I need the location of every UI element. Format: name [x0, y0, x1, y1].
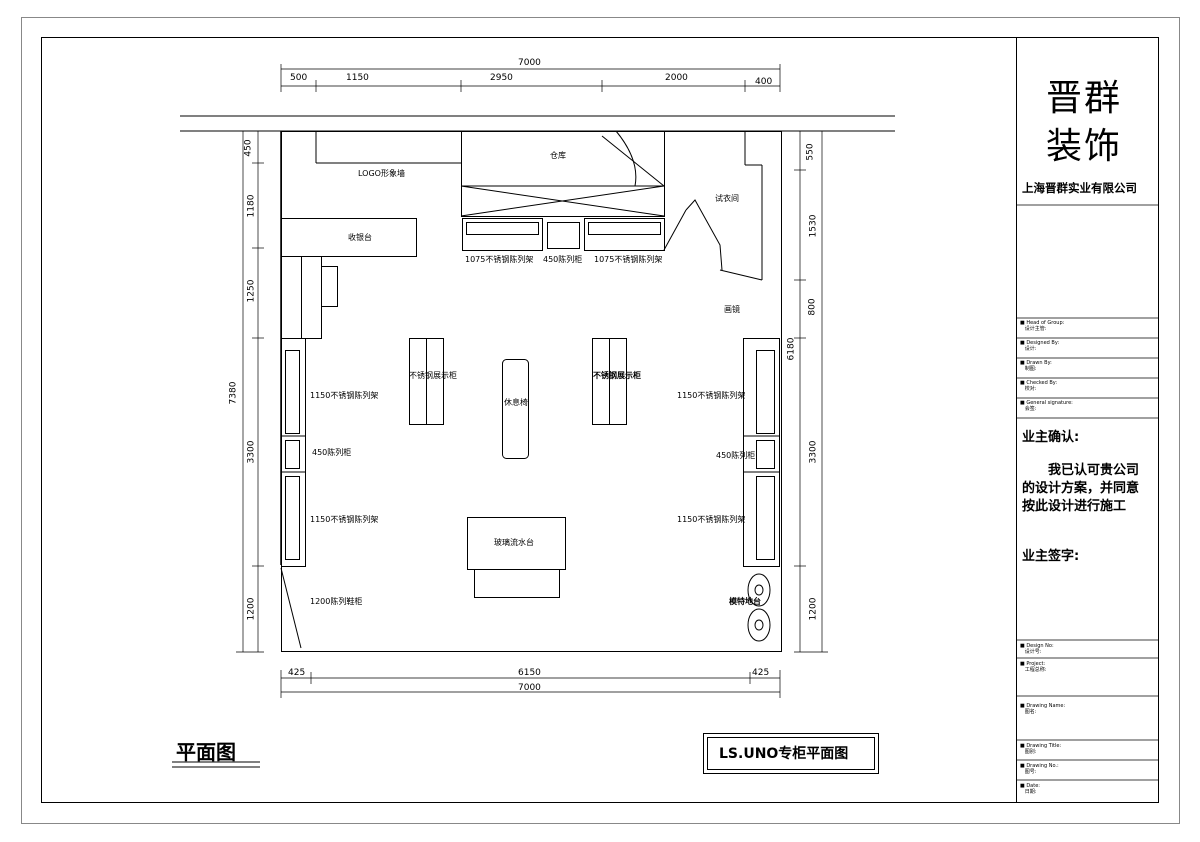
- label-rack-1150-r2: 1150不锈钢陈列架: [677, 515, 746, 524]
- field-drawing-no: ■ Drawing No.: 图号:: [1020, 763, 1059, 775]
- label-display-right: 不锈钢展示柜: [593, 371, 641, 380]
- dim-left-seg-2: 1180: [246, 194, 257, 218]
- dim-left-seg-1: 450: [243, 139, 254, 157]
- brand-line-2: 装饰: [1046, 126, 1123, 167]
- label-bench: 休息椅: [504, 398, 528, 407]
- top-dimension-lines: [280, 64, 781, 92]
- label-rack-1150-l2: 1150不锈钢陈列架: [310, 515, 379, 524]
- label-glass-counter: 玻璃流水台: [494, 538, 534, 547]
- label-cabinet-450-top: 450陈列柜: [543, 255, 583, 264]
- dim-bottom-seg-2: 6150: [518, 668, 541, 678]
- dim-right-seg-3: 800: [807, 298, 818, 316]
- owner-text-3: 按此设计进行施工: [1022, 499, 1127, 514]
- dim-bottom-total: 7000: [518, 683, 541, 693]
- left-dimension-lines: [236, 130, 264, 653]
- label-rack-1075-left: 1075不锈钢陈列架: [465, 255, 534, 264]
- dim-top-seg-1: 500: [290, 73, 308, 83]
- dim-top-seg-4: 2000: [665, 73, 688, 83]
- label-display-left: 不锈钢展示柜: [409, 371, 457, 380]
- label-cabinet-450-left: 450陈列柜: [312, 448, 352, 457]
- field-drawing-name: ■ Drawing Name: 图名:: [1020, 703, 1066, 715]
- label-rack-1150-r1: 1150不锈钢陈列架: [677, 391, 746, 400]
- dim-left-seg-4: 3300: [246, 440, 257, 464]
- dim-right-seg-1: 550: [805, 143, 816, 161]
- drawing-title: 平面图: [176, 740, 236, 764]
- field-checked-by: ■ Checked By: 校对:: [1020, 380, 1058, 392]
- field-drawn-by: ■ Drawn By: 制图:: [1020, 360, 1052, 372]
- dim-left-seg-3: 1250: [246, 279, 257, 303]
- dim-right-seg-2: 1530: [808, 214, 819, 238]
- label-rack-1075-right: 1075不锈钢陈列架: [594, 255, 663, 264]
- dim-top-seg-2: 1150: [346, 73, 369, 83]
- dim-bottom-seg-3: 425: [752, 668, 770, 678]
- dim-bottom-seg-1: 425: [288, 668, 306, 678]
- company-name: 上海晋群实业有限公司: [1022, 181, 1137, 195]
- sheet-title: LS.UNO专柜平面图: [719, 746, 849, 762]
- label-shoe-cabinet: 1200陈列鞋柜: [310, 597, 363, 606]
- field-designed-by: ■ Designed By: 设计:: [1020, 340, 1060, 352]
- label-cabinet-450-right: 450陈列柜: [716, 451, 756, 460]
- dim-left-seg-5: 1200: [246, 597, 257, 621]
- dim-left-total: 7380: [228, 381, 239, 405]
- field-drawing-title: ■ Drawing Title: 图别:: [1020, 743, 1062, 755]
- dim-right-seg-5: 1200: [808, 597, 819, 621]
- bottom-dimension-lines: [280, 670, 781, 698]
- dim-top-seg-5: 400: [755, 77, 773, 87]
- label-rack-1150-l1: 1150不锈钢陈列架: [310, 391, 379, 400]
- field-head-of-group: ■ Head of Group: 设计主管:: [1020, 320, 1065, 332]
- dim-right-total: 6180: [786, 337, 797, 361]
- field-date: ■ Date: 日期:: [1020, 783, 1040, 795]
- label-mannequin: 模特地台: [729, 597, 761, 606]
- owner-sign: 业主签字:: [1022, 549, 1080, 564]
- title-block-lines: [1016, 204, 1158, 781]
- owner-text-2: 的设计方案，并同意: [1022, 481, 1140, 496]
- dim-right-seg-4: 3300: [808, 440, 819, 464]
- field-general-signature: ■ General signature: 会签:: [1020, 400, 1073, 412]
- label-mirror: 画镜: [724, 305, 740, 314]
- label-cashier: 收银台: [348, 233, 372, 242]
- dim-top-seg-3: 2950: [490, 73, 513, 83]
- dim-top-total: 7000: [518, 58, 541, 68]
- brand-line-1: 晋群: [1046, 78, 1123, 119]
- field-design-no: ■ Design No: 设计号:: [1020, 643, 1054, 655]
- label-fitting-room: 试衣间: [715, 194, 739, 203]
- label-warehouse: 仓库: [550, 151, 566, 160]
- owner-confirm: 业主确认:: [1022, 430, 1080, 445]
- owner-text-1: 我已认可贵公司: [1048, 463, 1140, 478]
- right-dimension-lines: [794, 130, 828, 653]
- label-logo-wall: LOGO形象墙: [358, 169, 405, 178]
- field-project: ■ Project: 工程总称:: [1020, 661, 1047, 673]
